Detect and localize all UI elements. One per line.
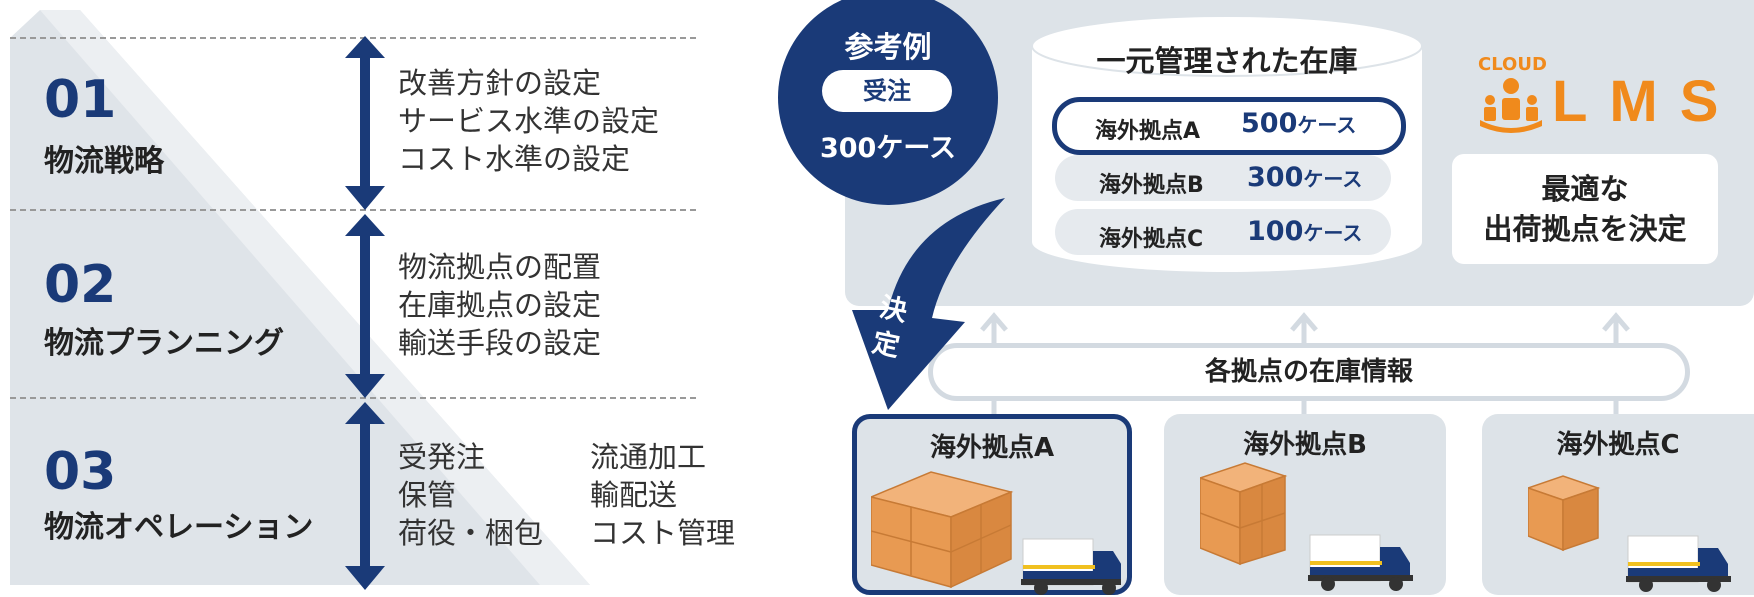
double-arrow-02: [345, 214, 385, 398]
level-number-02: 02: [44, 255, 117, 315]
level-item: 輸配送: [590, 478, 678, 512]
facility-label: 海外拠点A: [929, 433, 1055, 463]
level-item: 受発注: [398, 440, 486, 474]
people-logo-icon: [1480, 78, 1542, 133]
inventory-row-name: 海外拠点A: [1095, 119, 1201, 144]
level-number-01: 01: [44, 70, 117, 130]
arrows-column: [345, 36, 385, 590]
order-qty: 300ケース: [819, 133, 956, 164]
inventory-info-label: 各拠点の在庫情報: [1204, 357, 1413, 387]
level-items-03-col2: 流通加工 輸配送 コスト管理: [590, 438, 735, 552]
level-item: 荷役・梱包: [398, 516, 544, 550]
inventory-row-name: 海外拠点C: [1099, 227, 1204, 252]
facility-label: 海外拠点C: [1556, 430, 1680, 460]
decision-line-1: 最適な: [1541, 172, 1629, 206]
level-item: サービス水準の設定: [398, 104, 660, 138]
inventory-row-a: 海外拠点A 500ケース: [1052, 97, 1406, 155]
level-title-03: 物流オペレーション: [44, 510, 314, 545]
double-arrow-01: [345, 36, 385, 210]
level-number-03: 03: [44, 442, 117, 502]
inventory-info-bar: 各拠点の在庫情報: [928, 343, 1690, 401]
facility-c: 海外拠点C: [1482, 414, 1754, 595]
decision-arrow-icon: [852, 198, 1005, 410]
inventory-row-name: 海外拠点B: [1099, 173, 1204, 198]
level-title-02: 物流プランニング: [44, 326, 284, 361]
boxes-icon: [1200, 462, 1413, 591]
order-badge: 受注: [822, 70, 952, 112]
logo-lms-text: LMS: [1552, 69, 1741, 134]
inventory-row-qty: 500ケース: [1241, 108, 1357, 139]
level-item: コスト管理: [590, 516, 736, 550]
decision-box: 最適な 出荷拠点を決定: [1452, 154, 1718, 264]
inventory-row-qty: 100ケース: [1247, 216, 1363, 247]
truck-icon: [1626, 535, 1731, 592]
level-item: 在庫拠点の設定: [398, 288, 602, 322]
level-items-03-col1: 受発注 保管 荷役・梱包: [398, 438, 543, 552]
level-item: 輸送手段の設定: [398, 326, 602, 360]
level-title-01: 物流戦略: [44, 144, 164, 179]
facility-b: 海外拠点B: [1164, 414, 1446, 595]
example-title: 参考例: [844, 30, 932, 64]
inventory-row-b: 海外拠点B 300ケース: [1055, 155, 1391, 201]
hierarchy-background: [10, 10, 700, 595]
level-item: 流通加工: [590, 440, 707, 474]
level-item: 改善方針の設定: [398, 66, 602, 100]
facility-label: 海外拠点B: [1243, 430, 1367, 460]
facility-a: 海外拠点A: [852, 414, 1132, 595]
level-item: 保管: [398, 478, 457, 512]
level-items-01: 改善方針の設定 サービス水準の設定 コスト水準の設定: [398, 64, 659, 178]
boxes-icon: [1528, 475, 1731, 592]
logo-cloud-text: CLOUD: [1478, 54, 1547, 75]
boxes-icon: [871, 471, 1121, 595]
double-arrow-03: [345, 402, 385, 590]
truck-icon: [1021, 538, 1121, 595]
decision-line-2: 出荷拠点を決定: [1483, 212, 1687, 246]
truck-icon: [1308, 534, 1413, 591]
level-items-02: 物流拠点の配置 在庫拠点の設定 輸送手段の設定: [398, 248, 601, 362]
inventory-title: 一元管理された在庫: [1096, 44, 1358, 78]
level-item: 物流拠点の配置: [398, 250, 602, 284]
inventory-row-qty: 300ケース: [1247, 162, 1363, 193]
level-item: コスト水準の設定: [398, 142, 631, 176]
inventory-row-c: 海外拠点C 100ケース: [1055, 209, 1391, 255]
